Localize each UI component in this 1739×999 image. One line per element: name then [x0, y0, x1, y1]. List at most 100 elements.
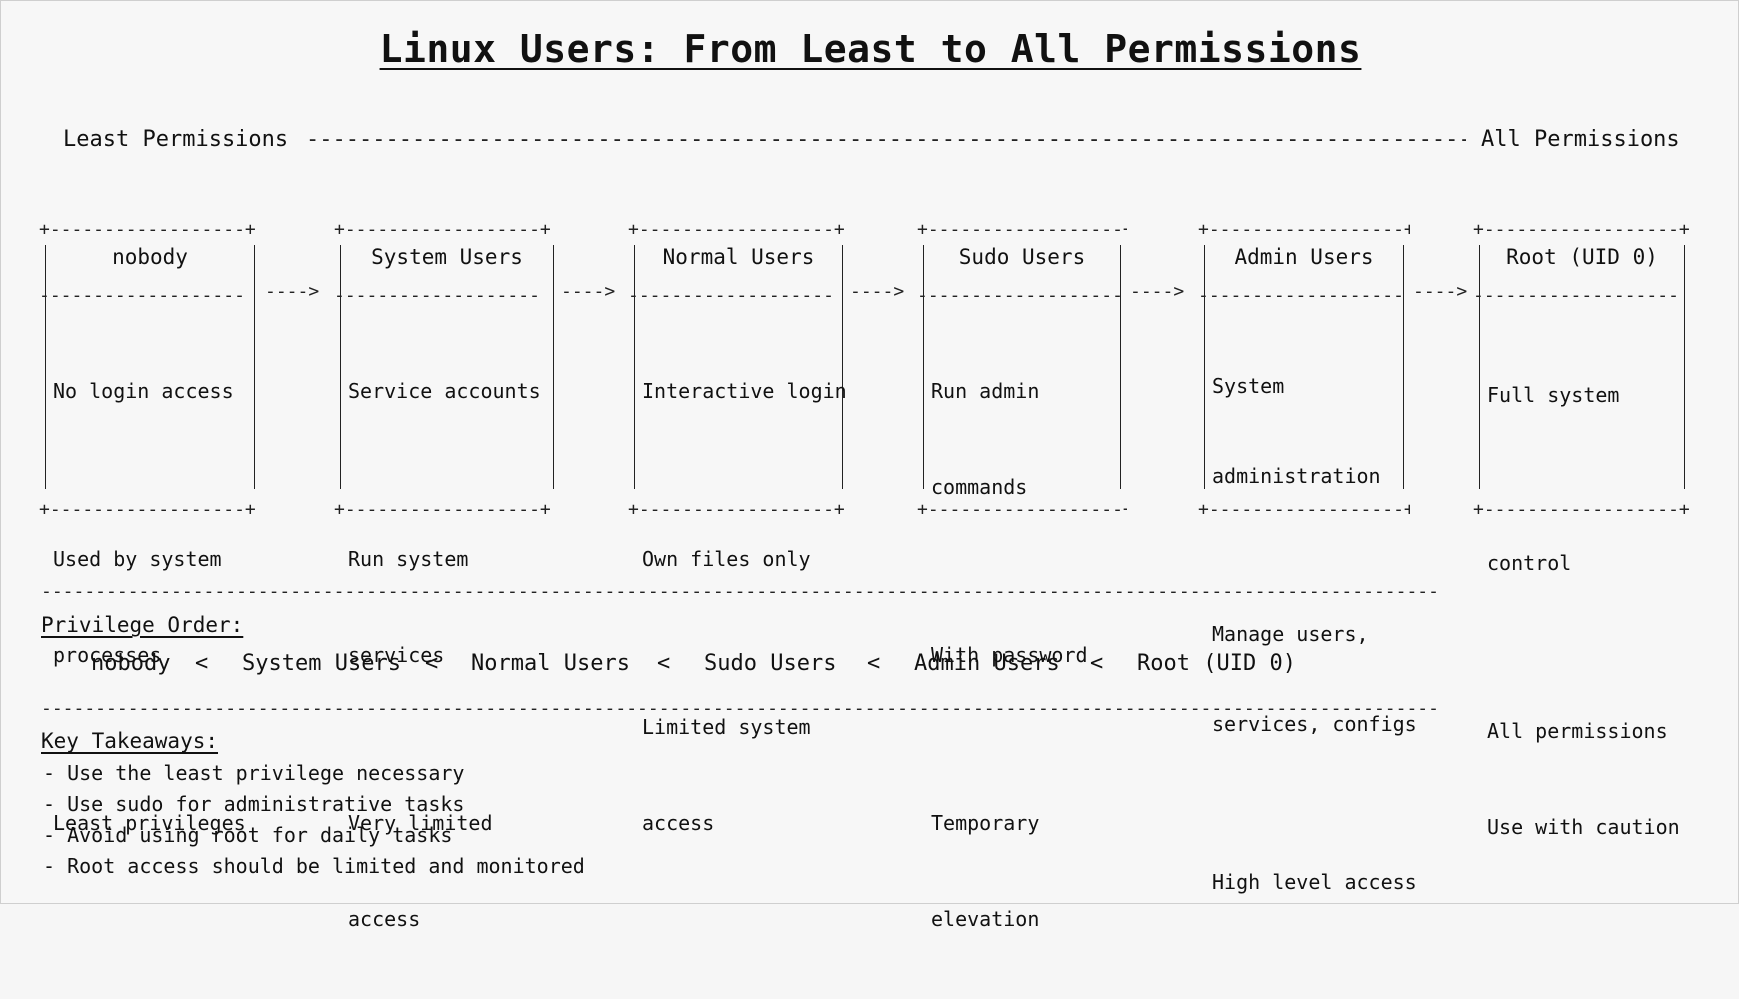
box-left-border [923, 245, 924, 489]
order-item: nobody [91, 651, 171, 676]
order-separator: < [657, 651, 671, 676]
box-line: Own files only [642, 547, 811, 571]
box-divider: ------------------- [628, 285, 834, 299]
box-line: Full system [1487, 383, 1620, 407]
box-line: Run system [348, 547, 469, 571]
box-top-edge: +------------------+ [334, 219, 551, 235]
box-line: With password [931, 643, 1088, 667]
box-normal-users: +------------------+ Normal Users ------… [628, 219, 849, 835]
box-lines: Full system control All permissions Use … [1487, 315, 1681, 907]
takeaway-item: - Use the least privilege necessary [43, 761, 465, 785]
order-item: System Users [242, 651, 401, 676]
box-line: Very limited [348, 811, 493, 835]
box-right-border [553, 245, 554, 489]
order-separator: < [425, 651, 439, 676]
box-line: administration [1212, 464, 1381, 488]
box-line: Manage users, [1212, 622, 1369, 646]
box-heading: nobody [112, 245, 188, 269]
box-line: No login access [53, 379, 234, 403]
box-right-border [1403, 245, 1404, 489]
section-divider: ----------------------------------------… [41, 581, 1436, 595]
takeaway-item: - Avoid using root for daily tasks [43, 823, 453, 847]
box-left-border [45, 245, 46, 489]
permission-scale-arrow: ----------------------------------------… [306, 127, 1466, 152]
connector-arrow: ----> [1130, 281, 1185, 302]
box-top-edge: +------------------+ [39, 219, 256, 235]
box-top-edge: +------------------+ [1473, 219, 1690, 235]
least-permissions-label: Least Permissions [63, 127, 289, 152]
box-heading: Admin Users [1234, 245, 1374, 269]
box-divider: ------------------- [334, 285, 540, 299]
box-line: services, configs [1212, 712, 1417, 736]
order-item: Normal Users [471, 651, 630, 676]
box-line: access [348, 907, 421, 931]
box-line: control [1487, 551, 1572, 575]
order-item: Sudo Users [704, 651, 837, 676]
box-line: Service accounts [348, 379, 541, 403]
box-bottom-edge: +------------------+ [1198, 499, 1410, 515]
box-line: Run admin [931, 379, 1040, 403]
box-right-border [842, 245, 843, 489]
box-lines: System administration Manage users, serv… [1212, 311, 1417, 957]
order-item: Root (UID 0) [1137, 651, 1296, 676]
box-line: Limited system [642, 715, 811, 739]
box-lines: No login access Used by system processes… [53, 311, 251, 903]
box-line: High level access [1212, 870, 1417, 894]
order-separator: < [195, 651, 209, 676]
box-admin-users: +------------------+ Admin Users -------… [1198, 219, 1417, 894]
box-line: processes [53, 643, 162, 667]
box-right-border [1684, 245, 1685, 489]
box-left-border [634, 245, 635, 489]
connector-arrow: ----> [850, 281, 905, 302]
box-heading: Root (UID 0) [1506, 245, 1658, 269]
box-line: commands [931, 475, 1028, 499]
box-top-edge: +------------------+ [628, 219, 845, 235]
box-line: access [642, 811, 715, 835]
takeaway-item: - Root access should be limited and moni… [43, 854, 585, 878]
box-line: Used by system [53, 547, 222, 571]
connector-arrow: ----> [265, 281, 320, 302]
takeaway-item: - Use sudo for administrative tasks [43, 792, 465, 816]
box-right-border [254, 245, 255, 489]
order-separator: < [867, 651, 881, 676]
box-line: All permissions [1487, 719, 1668, 743]
box-line: System [1212, 374, 1285, 398]
box-line: services [348, 643, 445, 667]
box-bottom-edge: +------------------+ [334, 499, 551, 515]
box-bottom-edge: +------------------+ [628, 499, 845, 515]
box-bottom-edge: +------------------+ [39, 499, 256, 515]
connector-arrow: ----> [561, 281, 616, 302]
section-divider: ----------------------------------------… [41, 698, 1436, 712]
box-left-border [1204, 245, 1205, 489]
box-bottom-edge: +------------------+ [917, 499, 1127, 515]
box-nobody: +------------------+ nobody ------------… [39, 219, 261, 835]
all-permissions-label: All Permissions [1481, 127, 1680, 152]
box-left-border [1479, 245, 1480, 489]
privilege-order-label: Privilege Order: [41, 613, 244, 637]
diagram-frame: Linux Users: From Least to All Permissio… [0, 0, 1739, 931]
key-takeaways-label: Key Takeaways: [41, 729, 219, 753]
diagram-title: Linux Users: From Least to All Permissio… [1, 27, 1739, 71]
box-heading: Sudo Users [958, 245, 1086, 269]
box-divider: ------------------- [1198, 285, 1404, 299]
title-text: Linux Users: From Least to All Permissio… [379, 27, 1362, 71]
box-line: elevation [931, 907, 1040, 931]
box-right-border [1120, 245, 1121, 489]
box-system-users: +------------------+ System Users ------… [334, 219, 560, 931]
box-bottom-edge: +------------------+ [1473, 499, 1690, 515]
box-top-edge: +------------------+ [917, 219, 1127, 235]
box-root: +------------------+ Root (UID 0) ------… [1473, 219, 1691, 839]
box-line: Temporary [931, 811, 1040, 835]
box-heading: Normal Users [662, 245, 815, 269]
order-item: Admin Users [914, 651, 1060, 676]
box-line: Use with caution [1487, 815, 1680, 839]
box-lines: Interactive login Own files only Limited… [642, 311, 847, 903]
order-separator: < [1090, 651, 1104, 676]
box-line: Interactive login [642, 379, 847, 403]
box-left-border [340, 245, 341, 489]
box-divider: ------------------- [39, 285, 245, 299]
box-heading: System Users [371, 245, 523, 269]
box-line: Least privileges [53, 811, 246, 835]
box-top-edge: +------------------+ [1198, 219, 1410, 235]
box-divider: ------------------- [1473, 285, 1679, 299]
